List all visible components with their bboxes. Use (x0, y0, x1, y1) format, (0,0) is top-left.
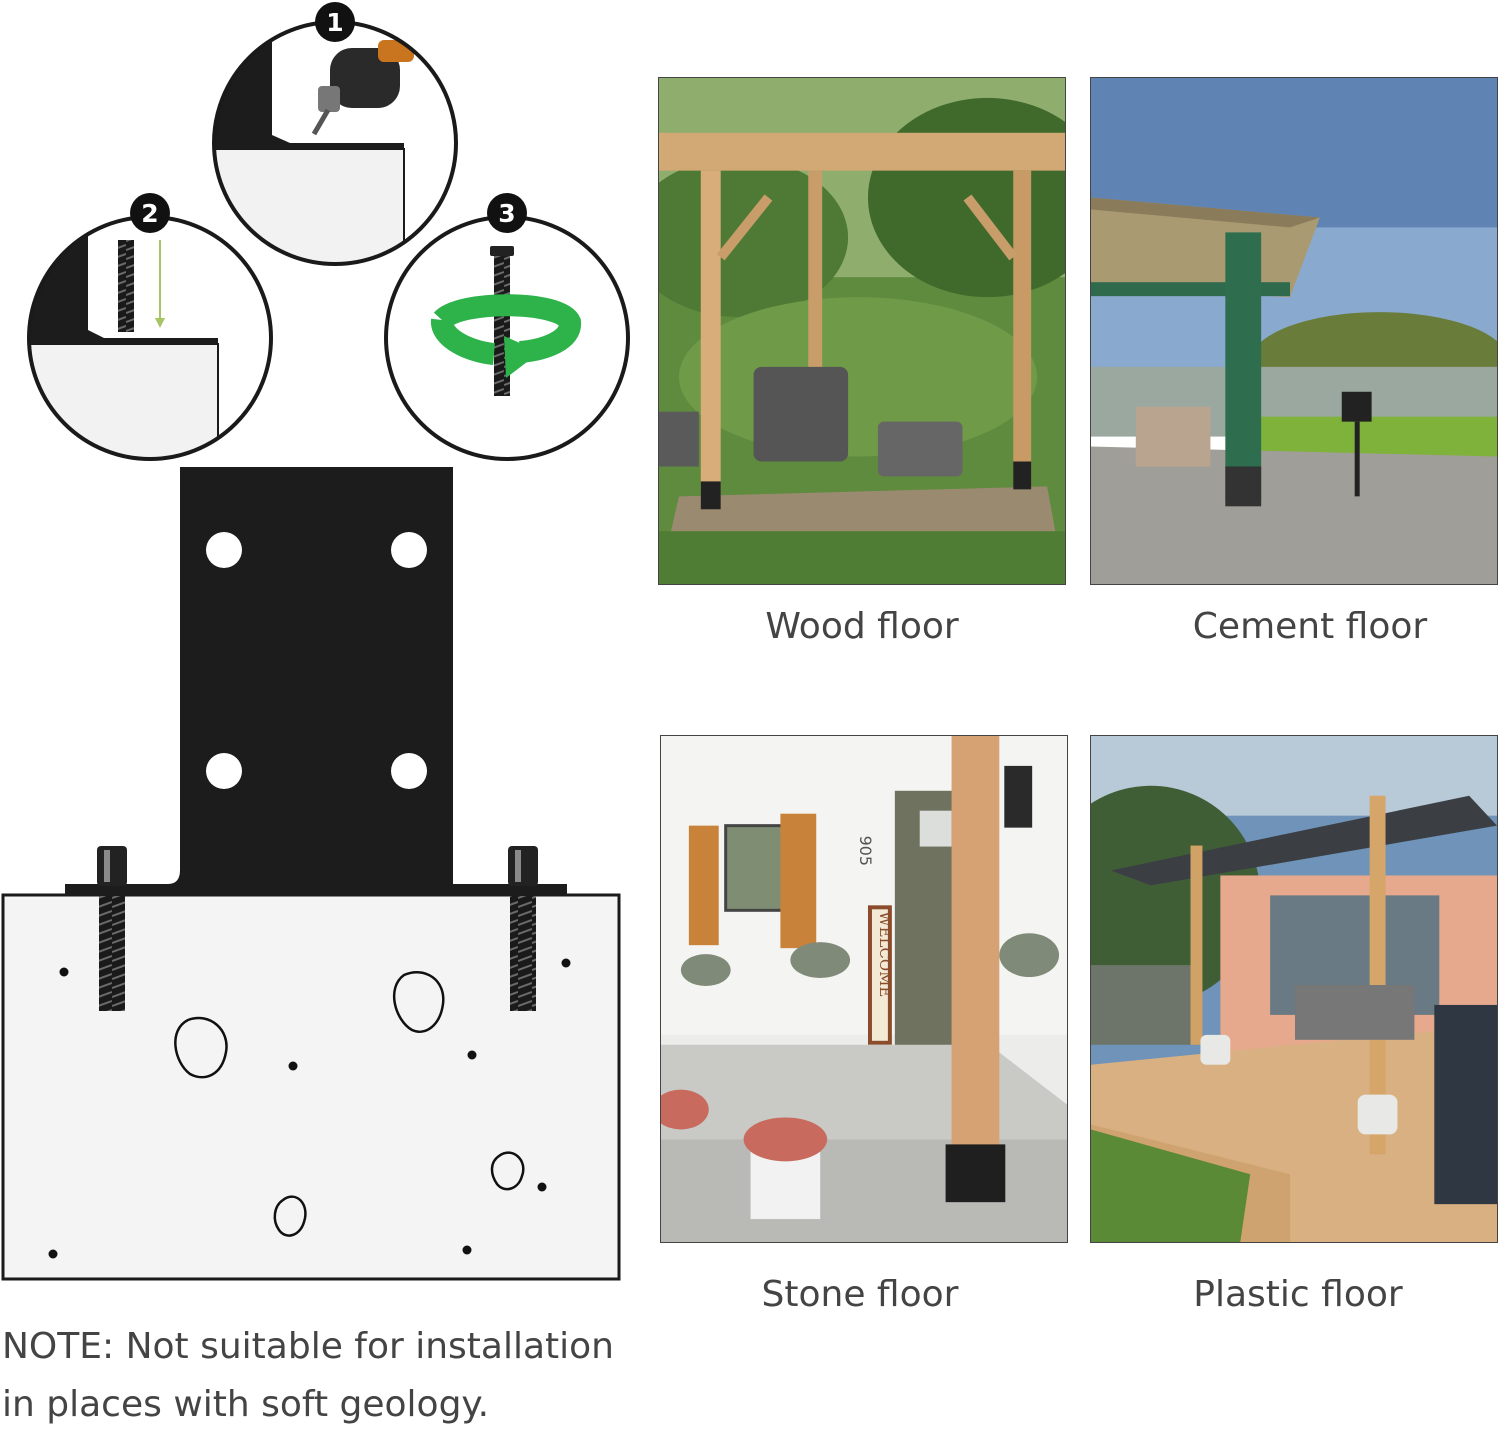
step-2-circle (27, 215, 273, 461)
installation-diagram: 1 2 3 (1, 2, 630, 1281)
grit-dots (48, 958, 571, 1259)
step-badge-3: 3 (487, 193, 527, 233)
pebbles (174, 971, 525, 1237)
caption-plastic-floor: Plastic floor (1193, 1274, 1403, 1315)
house-number-text: 905 (856, 836, 875, 866)
caption-cement-floor: Cement floor (1192, 606, 1428, 647)
photo-cement-floor (1090, 77, 1498, 585)
bracket-hole (391, 753, 427, 789)
caption-stone-floor: Stone floor (761, 1274, 959, 1315)
step-number: 3 (498, 199, 515, 228)
step-badge-2: 2 (130, 193, 170, 233)
step-1-circle (212, 20, 458, 266)
step-number: 1 (326, 8, 343, 37)
rotate-arrow-icon (431, 294, 581, 378)
anchor-bolt-icon (118, 240, 134, 332)
post-bracket (65, 467, 567, 896)
bracket-hole (206, 532, 242, 568)
installation-note: NOTE: Not suitable for installation in p… (2, 1326, 614, 1425)
step-3-circle (384, 215, 630, 461)
drill-icon (311, 40, 414, 136)
photo-plastic-floor (1090, 735, 1498, 1243)
anchor-bolt-left (97, 846, 127, 1011)
photo-stone-floor: WELCOME 905 (660, 735, 1068, 1243)
step-badge-1: 1 (315, 2, 355, 42)
step-number: 2 (141, 199, 158, 228)
bracket-hole (391, 532, 427, 568)
photo-wood-floor (658, 77, 1066, 585)
bracket-hole (206, 753, 242, 789)
welcome-sign-text: WELCOME (876, 911, 894, 997)
caption-wood-floor: Wood floor (765, 606, 959, 647)
anchor-bolt-right (508, 846, 538, 1011)
